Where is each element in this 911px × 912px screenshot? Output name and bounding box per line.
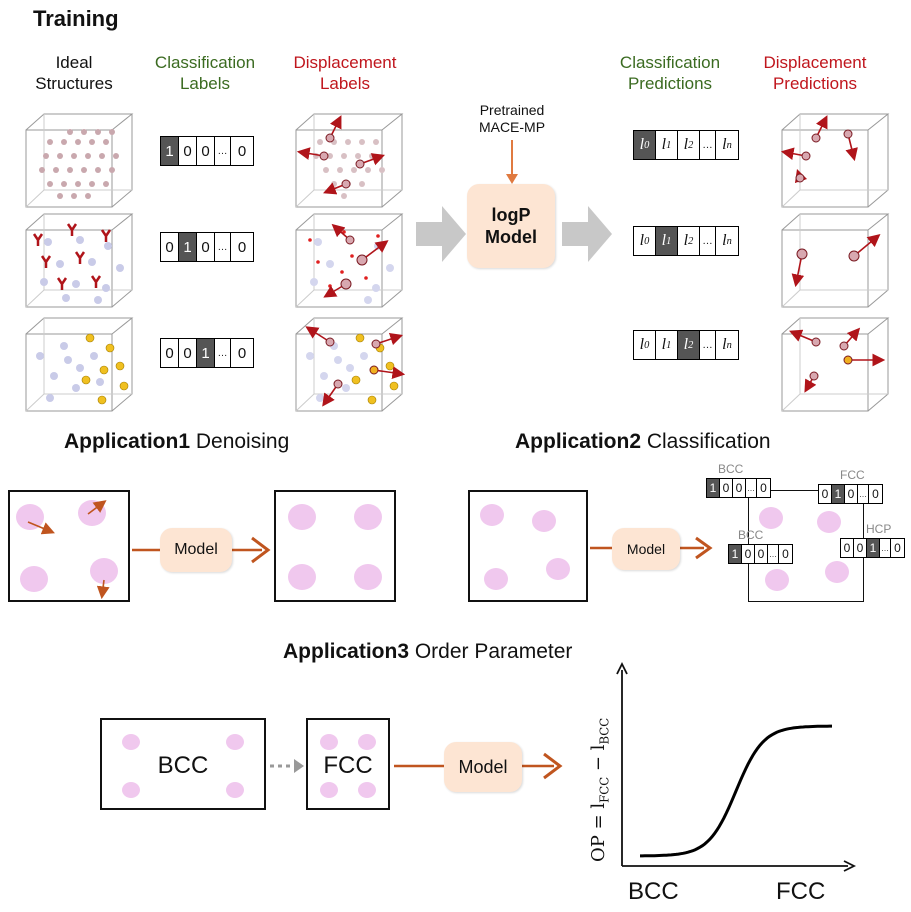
cube-row3-prediction	[781, 317, 889, 412]
op-ylabel: OP = lFCC − lBCC	[588, 717, 612, 862]
op-curve-plot	[616, 661, 857, 872]
app2-tag-bcc-2: BCC	[738, 528, 764, 542]
cube-row2-displacement	[295, 213, 403, 308]
app2-arrows-graphic	[590, 536, 713, 560]
app3-title: Application3 Order Parameter	[283, 640, 573, 663]
cube-row1-displacement	[295, 113, 403, 208]
grey-arrow-out	[562, 206, 612, 262]
cube-row3-ideal	[25, 317, 133, 412]
app3-model-box: Model	[444, 742, 522, 792]
app1-clean-box	[274, 490, 396, 602]
app1-model-box: Model	[160, 528, 232, 572]
app2-input-box	[468, 490, 588, 602]
app3-bcc-label: BCC	[157, 752, 209, 779]
app3-fcc-box: FCC	[306, 718, 390, 810]
app3-bcc-box: BCC	[100, 718, 266, 810]
app3-arrows-graphic	[270, 752, 563, 780]
app2-tag-fcc: FCC	[840, 468, 865, 482]
cube-row2-prediction	[781, 213, 889, 308]
app2-model-box: Model	[612, 528, 680, 570]
cube-row1-ideal	[25, 113, 133, 208]
training-title: Training	[33, 6, 119, 31]
op-xtick-fcc: FCC	[776, 878, 826, 905]
training-structures-graphic	[25, 113, 889, 412]
cube-row2-ideal	[25, 213, 133, 308]
cube-row3-displacement	[295, 317, 406, 412]
cube-row1-prediction	[780, 113, 889, 208]
op-xtick-bcc: BCC	[628, 878, 679, 905]
app2-tag-hcp: HCP	[866, 522, 892, 536]
app1-arrows-graphic	[27, 500, 271, 600]
app1-title: Application1 Denoising	[64, 430, 290, 453]
app3-fcc-label: FCC	[323, 752, 373, 779]
grey-arrow-in	[416, 206, 466, 262]
app1-noisy-box	[8, 490, 130, 602]
app2-title: Application2 Classification	[515, 430, 771, 453]
op-curve-line	[640, 724, 832, 858]
app2-tag-bcc-1: BCC	[718, 462, 744, 476]
